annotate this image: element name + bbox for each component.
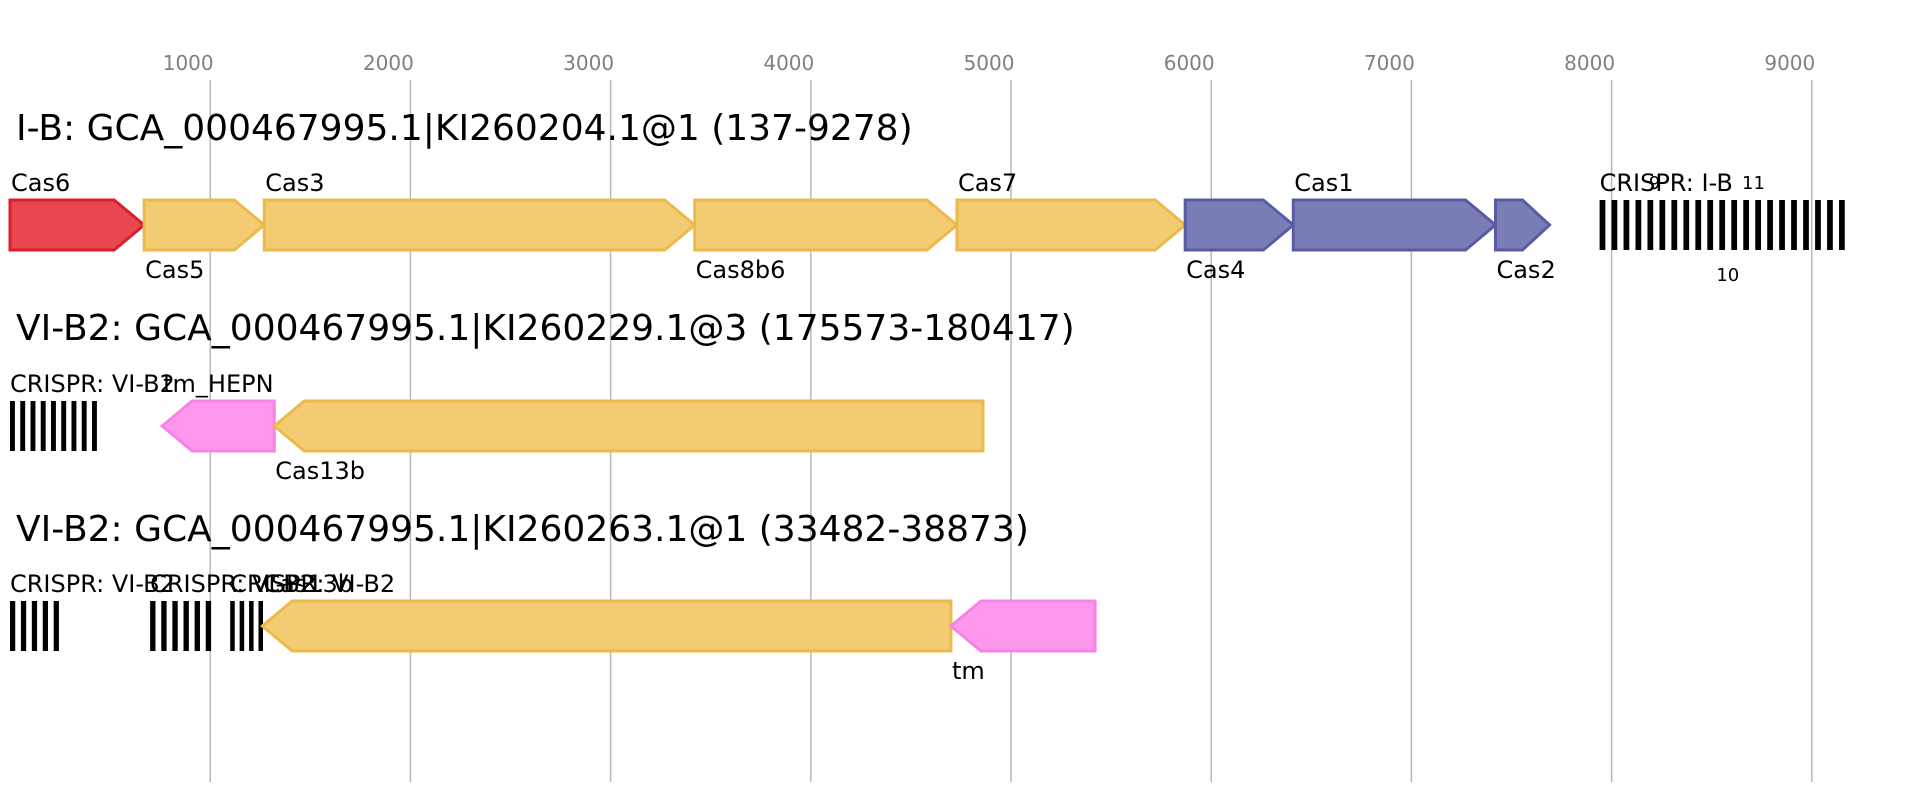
crispr-repeat [1779, 200, 1785, 250]
crispr-repeat [1719, 200, 1726, 250]
crispr-repeat [172, 601, 178, 651]
gene-cas7 [955, 198, 1188, 252]
crispr-repeat [71, 401, 77, 451]
crispr-repeat [1731, 200, 1738, 250]
crispr-label: CRISPR: I-B [1600, 169, 1733, 197]
track-title: VI-B2: GCA_000467995.1|KI260229.1@3 (175… [16, 308, 1075, 349]
gene-label: Cas13b [263, 570, 353, 598]
crispr-repeat [10, 401, 15, 451]
gene-cas4 [1183, 198, 1296, 252]
crispr-repeat [1671, 200, 1678, 250]
gene-label: Cas13b [275, 457, 365, 485]
tracks: I-B: GCA_000467995.1|KI260204.1@1 (137-9… [8, 108, 1845, 685]
tick-label: 8000 [1564, 51, 1615, 75]
crispr-repeat [1839, 200, 1845, 250]
gene-cas6 [8, 198, 147, 252]
gene-label: Cas7 [958, 169, 1017, 197]
crispr-label: CRISPR: VI-B2 [230, 570, 395, 598]
crispr-repeat [1683, 200, 1690, 250]
crispr-repeat [239, 601, 245, 651]
crispr-repeat [1743, 200, 1750, 250]
crispr-label: CRISPR: VI-B2 [150, 570, 315, 598]
crispr-repeat [1767, 200, 1773, 250]
crispr-repeat [50, 401, 56, 451]
crispr-repeat [1815, 200, 1821, 250]
tick-label: 7000 [1364, 51, 1415, 75]
gene-label: tm_HEPN [163, 370, 273, 398]
crispr-repeat [91, 401, 97, 451]
crispr-repeat [183, 601, 189, 651]
crispr-repeat [81, 401, 87, 451]
track-1: I-B: GCA_000467995.1|KI260204.1@1 (137-9… [8, 108, 1845, 286]
crispr-repeat [1623, 200, 1630, 250]
crispr-repeat [1707, 200, 1714, 250]
crispr-repeat [249, 601, 254, 651]
gene-tm [948, 599, 1097, 653]
gene-cas8b6 [693, 198, 960, 252]
crispr-repeat [31, 601, 38, 651]
crispr-repeat [161, 601, 167, 651]
crispr-label: CRISPR: VI-B2 [10, 370, 175, 398]
crispr-repeat [1635, 200, 1642, 250]
crispr-repeat [1695, 200, 1702, 250]
gene-label: Cas8b6 [696, 256, 786, 284]
crispr-repeat [1599, 200, 1606, 250]
crispr-repeat [42, 601, 49, 651]
track-title: VI-B2: GCA_000467995.1|KI260263.1@1 (334… [16, 509, 1029, 550]
track-3: VI-B2: GCA_000467995.1|KI260263.1@1 (334… [10, 509, 1097, 685]
tick-label: 1000 [163, 51, 214, 75]
crispr-label: CRISPR: VI-B2 [10, 570, 175, 598]
crispr-repeat [194, 601, 200, 651]
track-2: VI-B2: GCA_000467995.1|KI260229.1@3 (175… [10, 308, 1075, 485]
crispr-repeat [1827, 200, 1833, 250]
gene-label: Cas5 [145, 256, 204, 284]
crispr-repeat [1791, 200, 1797, 250]
crispr-repeat [1659, 200, 1666, 250]
gene-label: Cas2 [1496, 256, 1555, 284]
gene-cas13b [259, 599, 953, 653]
spacer-count-bottom: 10 [1716, 265, 1739, 286]
crispr-repeat [10, 601, 16, 651]
gene-tm-hepn [159, 399, 276, 453]
gene-cas3 [262, 198, 698, 252]
gene-label: Cas4 [1186, 256, 1245, 284]
tick-label: 9000 [1764, 51, 1815, 75]
gene-label: Cas6 [11, 169, 70, 197]
track-title: I-B: GCA_000467995.1|KI260204.1@1 (137-9… [16, 108, 913, 149]
crispr-repeat [1611, 200, 1618, 250]
gene-cas5 [142, 198, 267, 252]
tick-label: 5000 [964, 51, 1015, 75]
spacer-count-top: 11 [1742, 173, 1765, 194]
crispr-repeat [61, 401, 67, 451]
crispr-repeat [20, 601, 27, 651]
crispr-repeat [30, 401, 36, 451]
tick-label: 6000 [1164, 51, 1215, 75]
gene-cas13b [271, 399, 985, 453]
spacer-count-top-left: 9 [1649, 173, 1660, 194]
crispr-repeat [1647, 200, 1654, 250]
gene-label: Cas3 [265, 169, 324, 197]
gene-cas2 [1493, 198, 1552, 252]
tick-label: 4000 [763, 51, 814, 75]
crispr-repeat [53, 601, 59, 651]
gene-cas1 [1291, 198, 1498, 252]
crispr-repeat [150, 601, 156, 651]
tick-label: 2000 [363, 51, 414, 75]
crispr-repeat [1803, 200, 1809, 250]
crispr-repeat [40, 401, 46, 451]
gene-label: tm [952, 657, 985, 685]
crispr-repeat [1755, 200, 1761, 250]
crispr-repeat [230, 601, 235, 651]
crispr-repeat [20, 401, 26, 451]
gene-label: Cas1 [1294, 169, 1353, 197]
tick-label: 3000 [563, 51, 614, 75]
crispr-repeat [205, 601, 212, 651]
